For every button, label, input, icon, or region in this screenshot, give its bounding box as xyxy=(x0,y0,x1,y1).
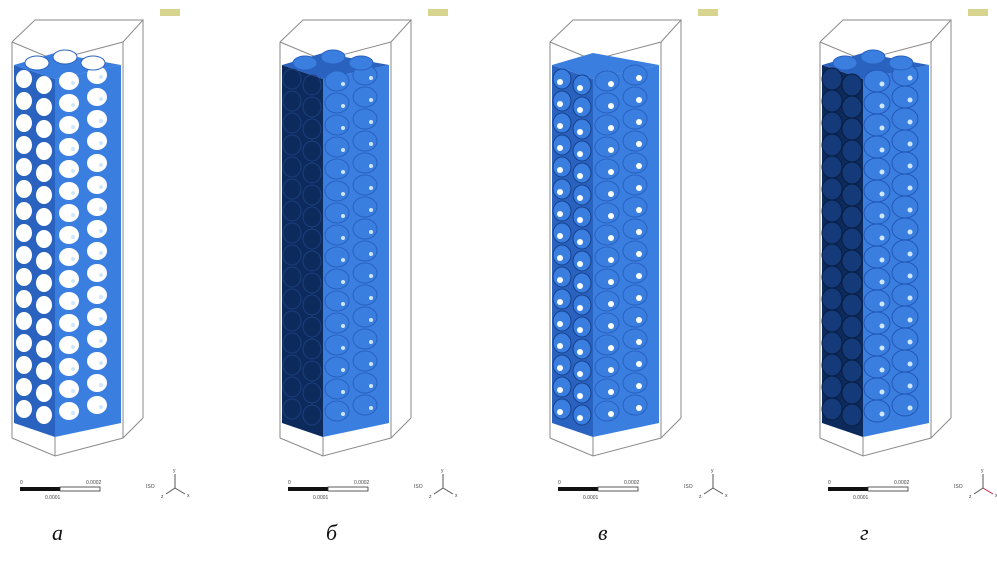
panel-caption: в xyxy=(598,520,608,545)
scale-right-label: 0.0002 xyxy=(354,480,370,486)
axis-label-x: x xyxy=(187,493,190,499)
scale-right-label: 0.0002 xyxy=(894,480,910,486)
axis-triad-icon xyxy=(703,474,724,495)
sphere-pattern xyxy=(552,64,648,426)
axis-label-x: x xyxy=(455,493,458,499)
scale-left-label: 0 xyxy=(558,480,561,486)
packing-panel-d: 0 0.0002 0.0001 ISO y x z г xyxy=(808,0,997,563)
axis-label-z: z xyxy=(969,494,972,500)
logo-mark xyxy=(428,9,448,16)
axis-label-x: x xyxy=(995,493,997,499)
scale-left-label: 0 xyxy=(20,480,23,486)
scale-bar: 0 0.0002 0.0001 xyxy=(20,480,102,501)
column-render: 0 0.0002 0.0001 ISO y x z xyxy=(279,9,458,501)
panel-caption: г xyxy=(860,520,869,545)
scale-bar: 0 0.0002 0.0001 xyxy=(828,480,910,501)
axis-triad-icon xyxy=(433,474,454,495)
axis-label-z: z xyxy=(699,494,702,500)
packing-panel-a: 0 0.0002 0.0001 ISO y x z а xyxy=(0,0,240,563)
logo-mark xyxy=(968,9,988,16)
scale-mid-label: 0.0001 xyxy=(853,495,869,501)
logo-mark xyxy=(160,9,180,16)
sphere-pattern xyxy=(821,49,919,427)
sphere-pattern xyxy=(16,49,107,424)
column-render: 0 0.0002 0.0001 ISO y x z xyxy=(11,9,190,501)
scale-bar: 0 0.0002 0.0001 xyxy=(288,480,370,501)
view-label: ISO xyxy=(684,484,693,490)
column-render: 0 0.0002 0.0001 ISO y x z xyxy=(819,9,997,501)
scale-left-label: 0 xyxy=(828,480,831,486)
scale-left-label: 0 xyxy=(288,480,291,486)
scale-mid-label: 0.0001 xyxy=(583,495,599,501)
axis-label-y: y xyxy=(711,468,714,474)
scale-mid-label: 0.0001 xyxy=(313,495,329,501)
scale-right-label: 0.0002 xyxy=(86,480,102,486)
view-label: ISO xyxy=(146,484,155,490)
axis-label-y: y xyxy=(173,468,176,474)
axis-label-y: y xyxy=(441,468,444,474)
axis-label-y: y xyxy=(981,468,984,474)
axis-triad-icon xyxy=(973,474,994,495)
scale-bar: 0 0.0002 0.0001 xyxy=(558,480,640,501)
sphere-pattern xyxy=(282,49,378,426)
panel-caption: а xyxy=(52,520,63,545)
column-render: 0 0.0002 0.0001 ISO y x z xyxy=(549,9,728,501)
axis-label-x: x xyxy=(725,493,728,499)
axis-triad-icon xyxy=(165,474,186,495)
axis-label-z: z xyxy=(429,494,432,500)
packing-panel-c: 0 0.0002 0.0001 ISO y x z в xyxy=(538,0,778,563)
scale-right-label: 0.0002 xyxy=(624,480,640,486)
logo-mark xyxy=(698,9,718,16)
scale-mid-label: 0.0001 xyxy=(45,495,61,501)
axis-label-z: z xyxy=(161,494,164,500)
panel-caption: б xyxy=(326,520,338,545)
view-label: ISO xyxy=(954,484,963,490)
packing-panel-b: 0 0.0002 0.0001 ISO y x z б xyxy=(268,0,508,563)
view-label: ISO xyxy=(414,484,423,490)
